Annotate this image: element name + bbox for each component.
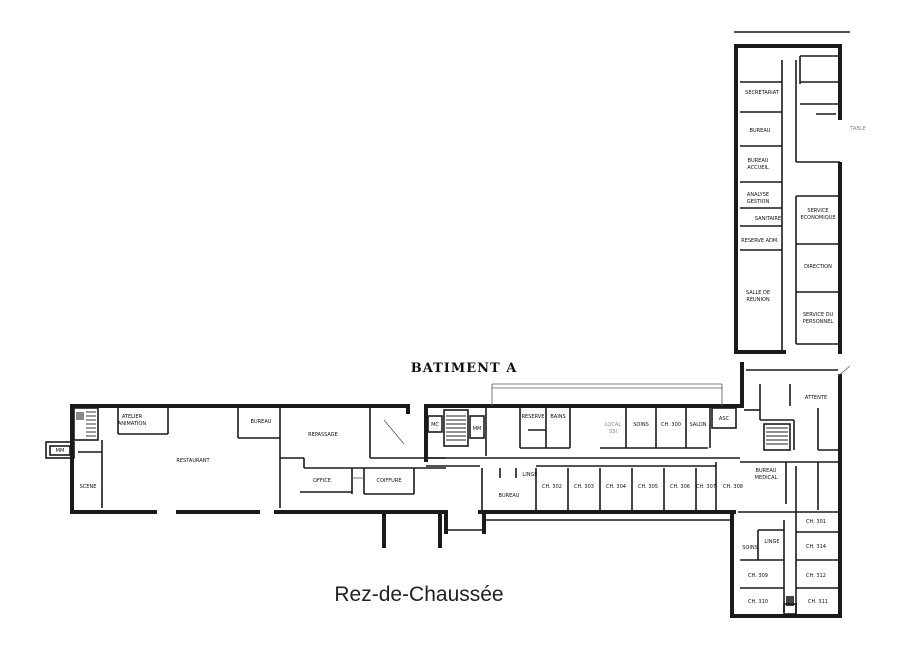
room-restaurant: RESTAURANT bbox=[176, 458, 210, 464]
room-repassage: REPASSAGE bbox=[308, 432, 338, 438]
floor-caption: Rez-de-Chaussée bbox=[334, 583, 503, 606]
room-service-perso-line1: SERVICE DU bbox=[803, 312, 834, 318]
room-ch309: CH. 309 bbox=[748, 573, 768, 579]
room-local-line2: SSI bbox=[609, 429, 617, 435]
room-atelier-line2: ANIMATION bbox=[118, 421, 147, 427]
room-ch300: CH. 300 bbox=[661, 422, 681, 428]
room-service-eco-line1: SERVICE bbox=[807, 208, 828, 214]
room-salle-line1: SALLE DE bbox=[746, 290, 770, 296]
room-coiffure: COIFFURE bbox=[376, 478, 401, 484]
room-soins-south: SOINS bbox=[742, 545, 758, 551]
room-ch312: CH. 312 bbox=[806, 573, 826, 579]
room-bureau-accueil-line1: BUREAU bbox=[748, 158, 769, 164]
room-attente: ATTENTE bbox=[805, 395, 827, 401]
west-wing-walls bbox=[70, 404, 448, 548]
building-title: BATIMENT A bbox=[411, 361, 518, 376]
label-table: TABLE bbox=[849, 126, 866, 132]
room-labels: MM ATELIER ANIMATION RESTAURANT SCENE BU… bbox=[56, 90, 866, 605]
west-stairs bbox=[73, 407, 99, 441]
room-ch310: CH. 310 bbox=[748, 599, 768, 605]
room-salle-line2: REUNION bbox=[746, 297, 770, 303]
east-lift bbox=[711, 407, 737, 429]
room-office: OFFICE bbox=[313, 478, 331, 484]
room-sanitaire: SANITAIRE bbox=[755, 216, 781, 222]
room-asc: ASC bbox=[719, 416, 730, 422]
middle-wing-walls bbox=[424, 383, 742, 534]
south-elevator bbox=[783, 596, 797, 615]
room-service-perso-line2: PERSONNEL bbox=[803, 319, 834, 325]
east-stairs bbox=[763, 423, 791, 451]
room-linge-south: LINGE bbox=[764, 539, 779, 545]
room-ch314: CH. 314 bbox=[806, 544, 826, 550]
room-ch306: CH. 306 bbox=[670, 484, 690, 490]
room-secretariat: SECRETARIAT bbox=[745, 90, 780, 96]
room-linge-middle: LINGE bbox=[522, 472, 537, 478]
middle-stairs bbox=[427, 409, 485, 447]
room-bureau-medical-line2: MEDICAL bbox=[755, 475, 778, 481]
room-ch307: CH. 307 bbox=[696, 484, 716, 490]
east-wing-walls bbox=[730, 31, 851, 618]
room-mm-middle: MM bbox=[473, 426, 482, 432]
room-mc: MC bbox=[431, 422, 439, 428]
room-ch302: CH. 302 bbox=[542, 484, 562, 490]
room-bureau-east: BUREAU bbox=[750, 128, 771, 134]
room-ch301: CH. 301 bbox=[806, 519, 826, 525]
room-ch303: CH. 303 bbox=[574, 484, 594, 490]
room-bureau-middle: BUREAU bbox=[499, 493, 520, 499]
room-scene: SCENE bbox=[80, 484, 97, 490]
room-atelier-line1: ATELIER bbox=[122, 414, 143, 420]
room-analyse-line2: GESTION bbox=[747, 199, 770, 205]
room-bains: BAINS bbox=[550, 414, 565, 420]
room-mm-west: MM bbox=[56, 448, 65, 454]
room-ch305: CH. 305 bbox=[638, 484, 658, 490]
room-soins-middle: SOINS bbox=[633, 422, 649, 428]
room-service-eco-line2: ECONOMIQUE bbox=[800, 215, 835, 221]
room-direction: DIRECTION bbox=[804, 264, 832, 270]
room-salon: SALON bbox=[689, 422, 706, 428]
room-bureau-west: BUREAU bbox=[251, 419, 272, 425]
room-ch308: CH. 308 bbox=[723, 484, 743, 490]
room-local-line1: LOCAL bbox=[605, 422, 622, 428]
room-reserve-adm: RESERVE ADM. bbox=[741, 238, 779, 244]
room-ch311: CH. 311 bbox=[808, 599, 828, 605]
room-ch304: CH. 304 bbox=[606, 484, 626, 490]
west-lift bbox=[45, 441, 75, 459]
room-bureau-medical-line1: BUREAU bbox=[756, 468, 777, 474]
room-reserve: RESERVE bbox=[522, 414, 545, 420]
room-bureau-accueil-line2: ACCUEIL bbox=[747, 165, 769, 171]
room-analyse-line1: ANALYSE bbox=[747, 192, 769, 198]
